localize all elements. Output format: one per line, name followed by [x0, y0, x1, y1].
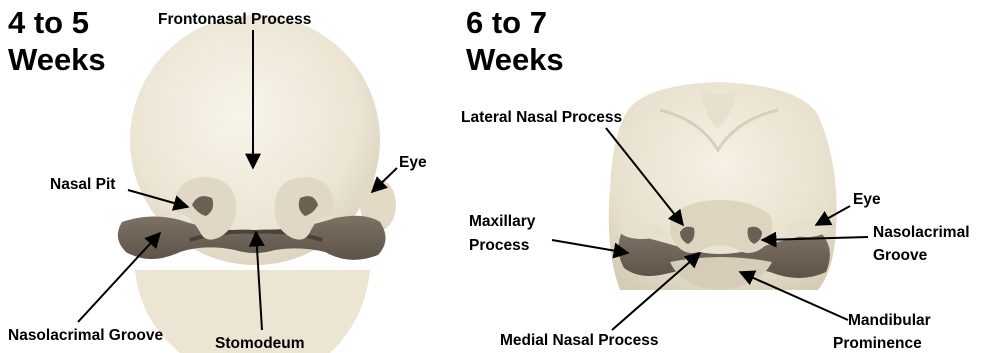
embryo-head-4-5-weeks — [118, 15, 396, 353]
panel-title-line-1: 4 to 5 — [8, 5, 89, 40]
label-mandibular-prominence-line-1: Mandibular — [848, 312, 931, 329]
panel-4-5-weeks: 4 to 5 Weeks Frontonasal Process Nasal P… — [8, 5, 427, 353]
label-nasolacrimal-groove-left-panel: Nasolacrimal Groove — [8, 327, 163, 344]
label-mandibular-prominence-line-2: Prominence — [833, 335, 922, 352]
label-stomodeum: Stomodeum — [215, 335, 305, 352]
label-nasal-pit: Nasal Pit — [50, 176, 115, 193]
embryo-head-6-7-weeks — [609, 82, 837, 290]
label-medial-nasal-process: Medial Nasal Process — [500, 332, 659, 349]
panel-title-line-1: 6 to 7 — [466, 5, 547, 40]
label-maxillary-process-line-1: Maxillary — [469, 213, 536, 230]
label-nasolacrimal-groove-right-line-2: Groove — [873, 247, 928, 264]
panel-title-line-2: Weeks — [8, 42, 106, 77]
label-frontonasal-process: Frontonasal Process — [158, 11, 311, 28]
label-eye-left-panel: Eye — [399, 154, 427, 171]
panel-title-line-2: Weeks — [466, 42, 564, 77]
label-eye-right-panel: Eye — [853, 191, 881, 208]
panel-6-7-weeks: 6 to 7 Weeks Lateral Nasal Process Maxil… — [461, 5, 970, 352]
label-nasolacrimal-groove-right-line-1: Nasolacrimal — [873, 224, 970, 241]
label-lateral-nasal-process: Lateral Nasal Process — [461, 109, 622, 126]
label-maxillary-process-line-2: Process — [469, 237, 529, 254]
